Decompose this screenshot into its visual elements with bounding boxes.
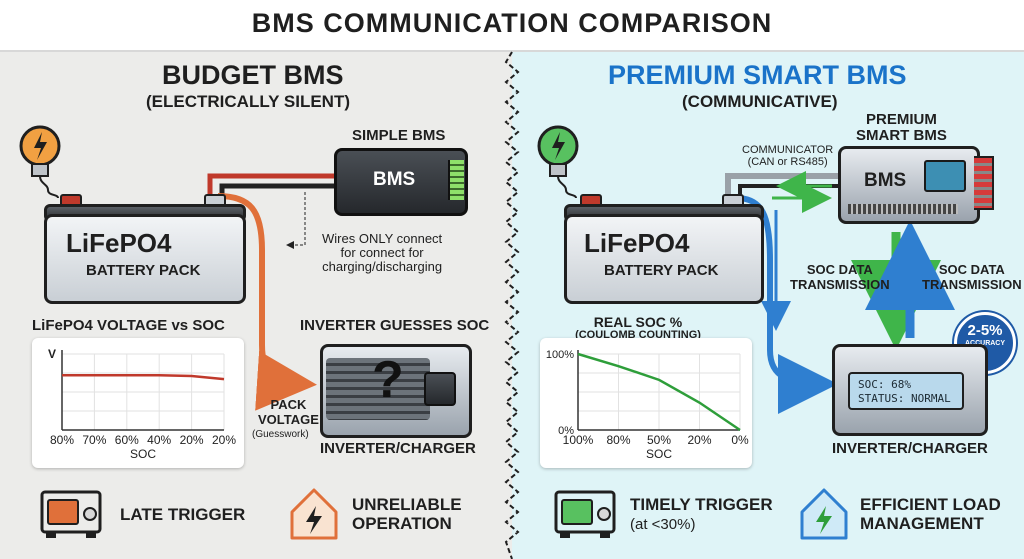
efficient-load-label: EFFICIENT LOAD MANAGEMENT xyxy=(860,495,1001,533)
lightbulb-icon xyxy=(537,125,579,199)
pack-voltage-wire xyxy=(217,193,317,411)
simple-bms-caption: SIMPLE BMS xyxy=(352,127,446,144)
x-tick-label: 100% xyxy=(563,433,594,447)
bms-connector-strip xyxy=(974,156,994,210)
budget-panel-background xyxy=(0,52,512,559)
communicator-line: COMMUNICATOR xyxy=(742,144,834,156)
inverter-guesses-caption: INVERTER GUESSES SOC xyxy=(300,317,490,334)
premium-bms-heading: PREMIUM SMART BMS xyxy=(608,60,907,90)
bms-black-wire xyxy=(219,183,338,196)
budget-bms-heading: BUDGET BMS xyxy=(162,60,344,90)
x-tick-label: 60% xyxy=(115,433,139,447)
unreliable-operation-line: UNRELIABLE xyxy=(352,495,462,514)
premium-bms-screen xyxy=(924,160,966,192)
battery-pack xyxy=(44,214,246,304)
x-tick-label: 0% xyxy=(731,433,749,447)
battery-chemistry-label: LiFePO4 xyxy=(66,228,172,258)
timely-trigger-label: TIMELY TRIGGER xyxy=(630,495,773,514)
wire-note-pointer xyxy=(286,192,306,249)
x-tick-label: 20% xyxy=(180,433,204,447)
lcd-status-readout: STATUS: NORMAL xyxy=(858,392,951,405)
voltage-chart-title: LiFePO4 VOLTAGE vs SOC xyxy=(32,317,225,334)
wire-note-line: Wires ONLY connect xyxy=(322,231,443,246)
inverter-label-right: INVERTER/CHARGER xyxy=(832,440,988,457)
accuracy-label: ACCURACY xyxy=(964,340,1006,347)
soc-transmission-line: TRANSMISSION xyxy=(922,277,1022,292)
voltage-chart-card xyxy=(32,338,244,468)
page-title: BMS COMMUNICATION COMPARISON xyxy=(251,8,773,38)
communicator-black-wire xyxy=(738,184,838,198)
real-soc-chart-title: REAL SOC % xyxy=(593,314,683,330)
lightbulb-icon xyxy=(19,125,61,199)
communicator-label: COMMUNICATOR (CAN or RS485) xyxy=(742,144,833,168)
lcd-soc-readout: SOC: 68% xyxy=(858,378,911,391)
pack-voltage-line: VOLTAGE xyxy=(258,412,319,427)
house-bolt-icon xyxy=(290,488,338,540)
bms-red-wire xyxy=(207,173,338,196)
x-tick-label: 20% xyxy=(212,433,236,447)
late-trigger-label: LATE TRIGGER xyxy=(120,505,246,524)
wire-note-line: charging/discharging xyxy=(322,259,443,274)
generator-icon xyxy=(40,490,102,538)
battery-pack-label: BATTERY PACK xyxy=(86,262,201,279)
pack-voltage-line: PACK xyxy=(270,397,307,412)
premium-bms-caption: PREMIUM SMART BMS xyxy=(856,112,947,144)
premium-bms-caption-line: PREMIUM xyxy=(865,111,937,128)
unreliable-operation-label: UNRELIABLE OPERATION xyxy=(352,495,462,533)
efficient-load-line: MANAGEMENT xyxy=(860,514,984,533)
premium-bms-label: BMS xyxy=(864,170,907,191)
x-axis-label: SOC xyxy=(646,447,672,461)
inverter-vent xyxy=(326,358,430,420)
battery-pack-label: BATTERY PACK xyxy=(604,262,719,279)
premium-bms-vent xyxy=(848,204,958,214)
y-axis-label: V xyxy=(48,347,56,361)
voltage-chart: 80% 70% 60% 40% 20% 20% SOC V xyxy=(48,347,236,461)
x-tick-label: 80% xyxy=(50,433,74,447)
house-bolt-icon xyxy=(800,488,848,540)
premium-bms-subheading: (COMMUNICATIVE) xyxy=(682,92,838,111)
question-mark-icon: ? xyxy=(372,351,404,409)
soc-transmission-label-right: SOC DATA TRANSMISSION xyxy=(922,262,1022,292)
premium-bms-caption-line: SMART BMS xyxy=(856,127,947,144)
y-tick-label: 0% xyxy=(558,425,574,437)
panel-divider xyxy=(504,51,520,559)
inverter-lcd: SOC: 68% STATUS: NORMAL xyxy=(848,372,964,410)
wire-note-line: for connect for xyxy=(340,245,424,260)
x-tick-label: 50% xyxy=(647,433,671,447)
real-soc-chart-card xyxy=(540,338,752,468)
inverter-display-left xyxy=(424,372,456,406)
soc-transmission-label-left: SOC DATA TRANSMISSION xyxy=(790,262,890,292)
accuracy-value: 2-5% xyxy=(967,322,1003,339)
communicator-line: (CAN or RS485) xyxy=(747,156,828,168)
battery-pack xyxy=(564,214,764,304)
guesswork-label: (Guesswork) xyxy=(252,429,309,440)
x-tick-label: 80% xyxy=(606,433,630,447)
battery-chemistry-label: LiFePO4 xyxy=(584,228,690,258)
soc-transmission-line: SOC DATA xyxy=(938,262,1005,277)
header-bar xyxy=(0,0,1024,52)
x-tick-label: 20% xyxy=(687,433,711,447)
inverter-label-left: INVERTER/CHARGER xyxy=(320,440,476,457)
unreliable-operation-line: OPERATION xyxy=(352,514,452,533)
soc-transmission-line: SOC DATA xyxy=(806,262,873,277)
simple-bms-label: BMS xyxy=(373,169,416,190)
x-axis-label: SOC xyxy=(130,447,156,461)
generator-icon xyxy=(554,490,616,538)
bms-connector-strip xyxy=(448,160,464,200)
simple-bms-unit xyxy=(334,148,468,216)
series-line xyxy=(62,374,225,381)
x-tick-label: 40% xyxy=(147,433,171,447)
wire-note: Wires ONLY connect for connect for charg… xyxy=(322,232,442,274)
y-tick-label: 100% xyxy=(546,349,574,361)
x-tick-label: 70% xyxy=(82,433,106,447)
timely-trigger-sub: (at <30%) xyxy=(630,516,696,533)
soc-transmission-line: TRANSMISSION xyxy=(790,277,890,292)
pack-voltage-label: PACK VOLTAGE xyxy=(258,397,319,427)
budget-bms-subheading: (ELECTRICALLY SILENT) xyxy=(146,92,351,111)
efficient-load-line: EFFICIENT LOAD xyxy=(860,495,1001,514)
